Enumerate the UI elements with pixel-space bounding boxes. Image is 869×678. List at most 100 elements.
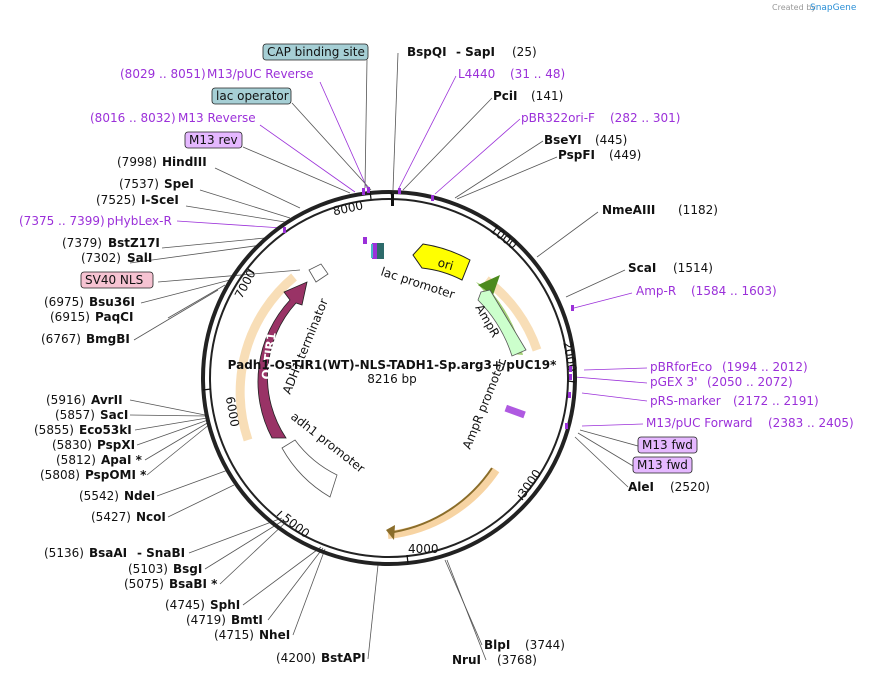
label-sv40-nls[interactable]: SV40 NLS xyxy=(85,273,143,287)
range-m13-puc-forward: (2383 .. 2405) xyxy=(768,416,854,430)
label-scai[interactable]: ScaI xyxy=(628,261,656,275)
range-bsaai: (5136) xyxy=(44,546,84,560)
label-eco53ki[interactable]: Eco53kI xyxy=(79,423,132,437)
label-l4440[interactable]: L4440 xyxy=(458,67,495,81)
label-pbrforeco[interactable]: pBRforEco xyxy=(650,360,712,374)
range-m13-reverse: (8016 .. 8032) xyxy=(90,111,176,125)
range-bsu36i: (6975) xyxy=(44,295,84,309)
tick-2000: 2000 xyxy=(560,340,579,373)
tick-4000: 4000 xyxy=(408,542,439,556)
label-bsu36i[interactable]: Bsu36I xyxy=(89,295,135,309)
range-avrii: (5916) xyxy=(46,393,86,407)
range-pgex3: (2050 .. 2072) xyxy=(707,375,793,389)
range-pspxi: (5830) xyxy=(52,438,92,452)
right-label-group: BspQI - SapI (25) L4440 (31 .. 48) PciI … xyxy=(407,45,854,667)
range-alei: (2520) xyxy=(670,480,710,494)
lower-arc-arrowhead xyxy=(386,525,395,540)
label-pspomi[interactable]: PspOMI * xyxy=(85,468,147,482)
range-scai: (1514) xyxy=(673,261,713,275)
label-pgex3[interactable]: pGEX 3' xyxy=(650,375,697,389)
adh1-promoter-feature xyxy=(281,439,338,498)
plasmid-size: 8216 bp xyxy=(367,372,417,386)
label-pspfi[interactable]: PspFI xyxy=(558,148,595,162)
label-sali[interactable]: SalI xyxy=(127,251,152,265)
range-phyblex-r: (7375 .. 7399) xyxy=(19,214,105,228)
snapgene-brand: SnapGene xyxy=(810,3,857,13)
range-pspomi: (5808) xyxy=(40,468,80,482)
label-m13-reverse[interactable]: M13 Reverse xyxy=(178,111,256,125)
label-blpi[interactable]: BlpI xyxy=(484,638,510,652)
range-nmeaiii: (1182) xyxy=(678,203,718,217)
range-l4440: (31 .. 48) xyxy=(510,67,565,81)
label-alei[interactable]: AleI xyxy=(628,480,654,494)
label-bmti[interactable]: BmtI xyxy=(231,613,263,627)
left-label-group: CAP binding site (8029 .. 8051) M13/pUC … xyxy=(19,43,369,665)
ostir-orange-band xyxy=(235,273,297,442)
label-nrui[interactable]: NruI xyxy=(452,653,481,667)
range-sphi: (4745) xyxy=(165,598,205,612)
leader-lines xyxy=(129,52,648,661)
range-bsabi: (5075) xyxy=(124,577,164,591)
label-pcii[interactable]: PciI xyxy=(493,89,518,103)
label-paqci[interactable]: PaqCI xyxy=(95,310,133,324)
label-m13-puc-forward[interactable]: M13/pUC Forward xyxy=(646,416,753,430)
label-pbr322ori-f[interactable]: pBR322ori-F xyxy=(521,111,595,125)
label-m13-puc-reverse[interactable]: M13/pUC Reverse xyxy=(207,67,314,81)
credit-prefix: Created by xyxy=(772,3,816,12)
label-cap-binding-site[interactable]: CAP binding site xyxy=(267,45,365,59)
range-pspfi: (449) xyxy=(609,148,641,162)
label-m13-fwd-1[interactable]: M13 fwd xyxy=(642,438,693,452)
range-bmgbi: (6767) xyxy=(41,332,81,346)
label-ndei[interactable]: NdeI xyxy=(124,489,155,503)
label-hindiii[interactable]: HindIII xyxy=(162,155,207,169)
label-sapi[interactable]: - SapI xyxy=(456,45,495,59)
label-spei[interactable]: SpeI xyxy=(164,177,194,191)
tick-1000: 1000 xyxy=(487,222,520,252)
range-nrui: (3768) xyxy=(497,653,537,667)
label-bmgbi[interactable]: BmgBI xyxy=(86,332,130,346)
label-prs-marker[interactable]: pRS-marker xyxy=(650,394,721,408)
label-sphi[interactable]: SphI xyxy=(210,598,240,612)
label-m13-fwd-2[interactable]: M13 fwd xyxy=(637,458,688,472)
label-snabi[interactable]: - SnaBI xyxy=(137,546,185,560)
label-saci[interactable]: SacI xyxy=(100,408,128,422)
ampr-arrow-tip xyxy=(478,275,500,295)
label-phyblex-r[interactable]: pHybLex-R xyxy=(107,214,172,228)
label-amp-r[interactable]: Amp-R xyxy=(636,284,676,298)
label-i-scei[interactable]: I-SceI xyxy=(141,193,179,207)
ori-feature xyxy=(412,243,471,281)
range-i-scei: (7525) xyxy=(96,193,136,207)
range-ncoi: (5427) xyxy=(91,510,131,524)
ostir1-feature xyxy=(257,281,308,439)
range-pcii: (141) xyxy=(531,89,563,103)
label-pspxi[interactable]: PspXI xyxy=(97,438,135,452)
range-ndei: (5542) xyxy=(79,489,119,503)
range-bmti: (4719) xyxy=(186,613,226,627)
label-bsgi[interactable]: BsgI xyxy=(173,562,202,576)
adh1-terminator-feature xyxy=(308,263,329,283)
label-bsabi[interactable]: BsaBI * xyxy=(169,577,218,591)
range-eco53ki: (5855) xyxy=(34,423,74,437)
label-apai[interactable]: ApaI * xyxy=(101,453,143,467)
label-bstz17i[interactable]: BstZ17I xyxy=(108,236,160,250)
label-bseyi[interactable]: BseYI xyxy=(544,133,582,147)
range-nhei: (4715) xyxy=(214,628,254,642)
range-hindiii: (7998) xyxy=(117,155,157,169)
label-nhei[interactable]: NheI xyxy=(259,628,290,642)
label-bstapi[interactable]: BstAPI xyxy=(321,651,366,665)
plasmid-name: Padh1-OsTIR1(WT)-NLS-TADH1-Sp.arg3+/pUC1… xyxy=(228,358,557,372)
range-bstapi: (4200) xyxy=(276,651,316,665)
label-ncoi[interactable]: NcoI xyxy=(136,510,166,524)
label-nmeaiii[interactable]: NmeAIII xyxy=(602,203,655,217)
primer-marks xyxy=(283,187,574,429)
tick-8000: 8000 xyxy=(332,198,365,218)
label-bspqi[interactable]: BspQI xyxy=(407,45,447,59)
range-blpi: (3744) xyxy=(525,638,565,652)
label-avrii[interactable]: AvrII xyxy=(91,393,123,407)
range-prs-marker: (2172 .. 2191) xyxy=(733,394,819,408)
label-lac-operator[interactable]: lac operator xyxy=(216,89,289,103)
label-bsaai[interactable]: BsaAI xyxy=(89,546,127,560)
label-m13-rev[interactable]: M13 rev xyxy=(189,133,238,147)
range-m13-puc-reverse: (8029 .. 8051) xyxy=(120,67,206,81)
